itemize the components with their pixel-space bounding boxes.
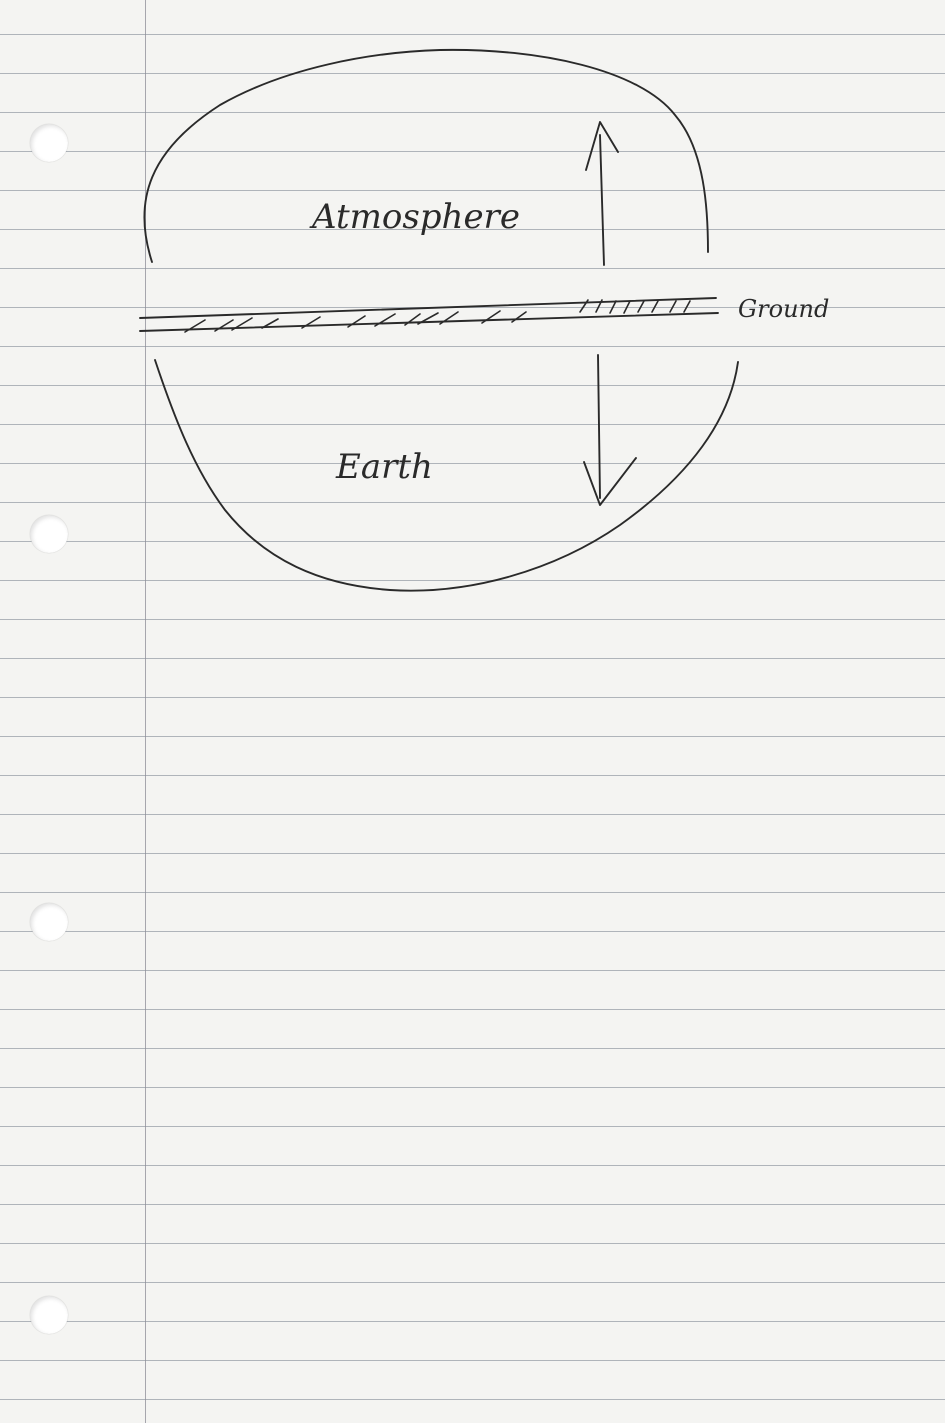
atmosphere-label: Atmosphere	[309, 197, 520, 237]
up-arrow-icon	[586, 122, 618, 265]
earth-label: Earth	[335, 447, 433, 487]
down-arrow-icon	[584, 355, 636, 505]
ground-label: Ground	[738, 295, 829, 323]
earth-boundary-curve	[155, 360, 738, 591]
